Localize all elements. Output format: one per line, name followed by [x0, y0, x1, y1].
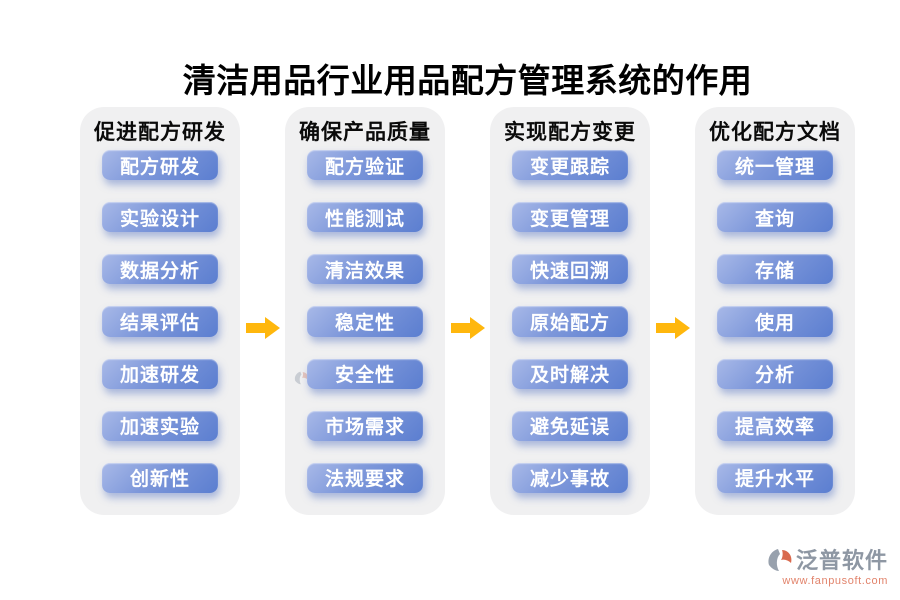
item-button[interactable]: 避免延误: [512, 410, 628, 441]
arrow-gap: [240, 107, 285, 515]
fanpu-watermark-icon: [294, 371, 309, 385]
item-button[interactable]: 数据分析: [102, 254, 218, 285]
item-button[interactable]: 使用: [717, 306, 833, 337]
right-arrow-icon: [450, 317, 485, 339]
item-button[interactable]: 配方验证: [307, 150, 423, 181]
item-button[interactable]: 快速回溯: [512, 254, 628, 285]
item-button[interactable]: 存储: [717, 254, 833, 285]
column-header: 实现配方变更: [504, 121, 636, 144]
item-button[interactable]: 清洁效果: [307, 254, 423, 285]
brand-name: 泛普软件: [795, 548, 888, 573]
item-button[interactable]: 配方研发: [102, 150, 218, 181]
right-arrow-icon: [245, 317, 280, 339]
item-button[interactable]: 创新性: [102, 462, 218, 493]
item-button[interactable]: 提高效率: [717, 410, 833, 441]
column-header: 确保产品质量: [299, 121, 431, 144]
item-button[interactable]: 变更跟踪: [512, 150, 628, 181]
item-button[interactable]: 实验设计: [102, 202, 218, 233]
column-panel-3: 实现配方变更变更跟踪变更管理快速回溯原始配方及时解决避免延误减少事故: [490, 107, 650, 515]
item-button[interactable]: 提升水平: [717, 462, 833, 493]
column-header: 优化配方文档: [709, 121, 841, 144]
item-button[interactable]: 法规要求: [307, 462, 423, 493]
item-button[interactable]: 统一管理: [717, 150, 833, 181]
column-panel-1: 促进配方研发配方研发实验设计数据分析结果评估加速研发加速实验创新性: [80, 107, 240, 515]
item-button[interactable]: 加速研发: [102, 358, 218, 389]
footer-logo-row: 泛普软件: [767, 548, 888, 574]
item-button[interactable]: 减少事故: [512, 462, 628, 493]
item-button[interactable]: 安全性: [307, 358, 423, 389]
item-button[interactable]: 性能测试: [307, 202, 423, 233]
item-button[interactable]: 结果评估: [102, 306, 218, 337]
arrow-gap: [445, 107, 490, 515]
fanpu-logo-icon: [768, 549, 792, 571]
item-button[interactable]: 原始配方: [512, 306, 628, 337]
item-button[interactable]: 变更管理: [512, 202, 628, 233]
page-title: 清洁用品行业用品配方管理系统的作用: [182, 62, 753, 99]
columns-row: 促进配方研发配方研发实验设计数据分析结果评估加速研发加速实验创新性确保产品质量配…: [80, 107, 855, 515]
item-button[interactable]: 加速实验: [102, 410, 218, 441]
footer-brand-block: 泛普软件 www.fanpusoft.com: [767, 548, 888, 587]
item-button[interactable]: 市场需求: [307, 410, 423, 441]
item-button[interactable]: 分析: [717, 358, 833, 389]
item-button[interactable]: 及时解决: [512, 358, 628, 389]
item-button[interactable]: 查询: [717, 202, 833, 233]
brand-url: www.fanpusoft.com: [782, 575, 888, 587]
column-panel-4: 优化配方文档统一管理查询存储使用分析提高效率提升水平: [695, 107, 855, 515]
column-panel-2: 确保产品质量配方验证性能测试清洁效果稳定性安全性市场需求法规要求: [285, 107, 445, 515]
arrow-gap: [650, 107, 695, 515]
item-button[interactable]: 稳定性: [307, 306, 423, 337]
column-header: 促进配方研发: [94, 121, 226, 144]
right-arrow-icon: [655, 317, 690, 339]
